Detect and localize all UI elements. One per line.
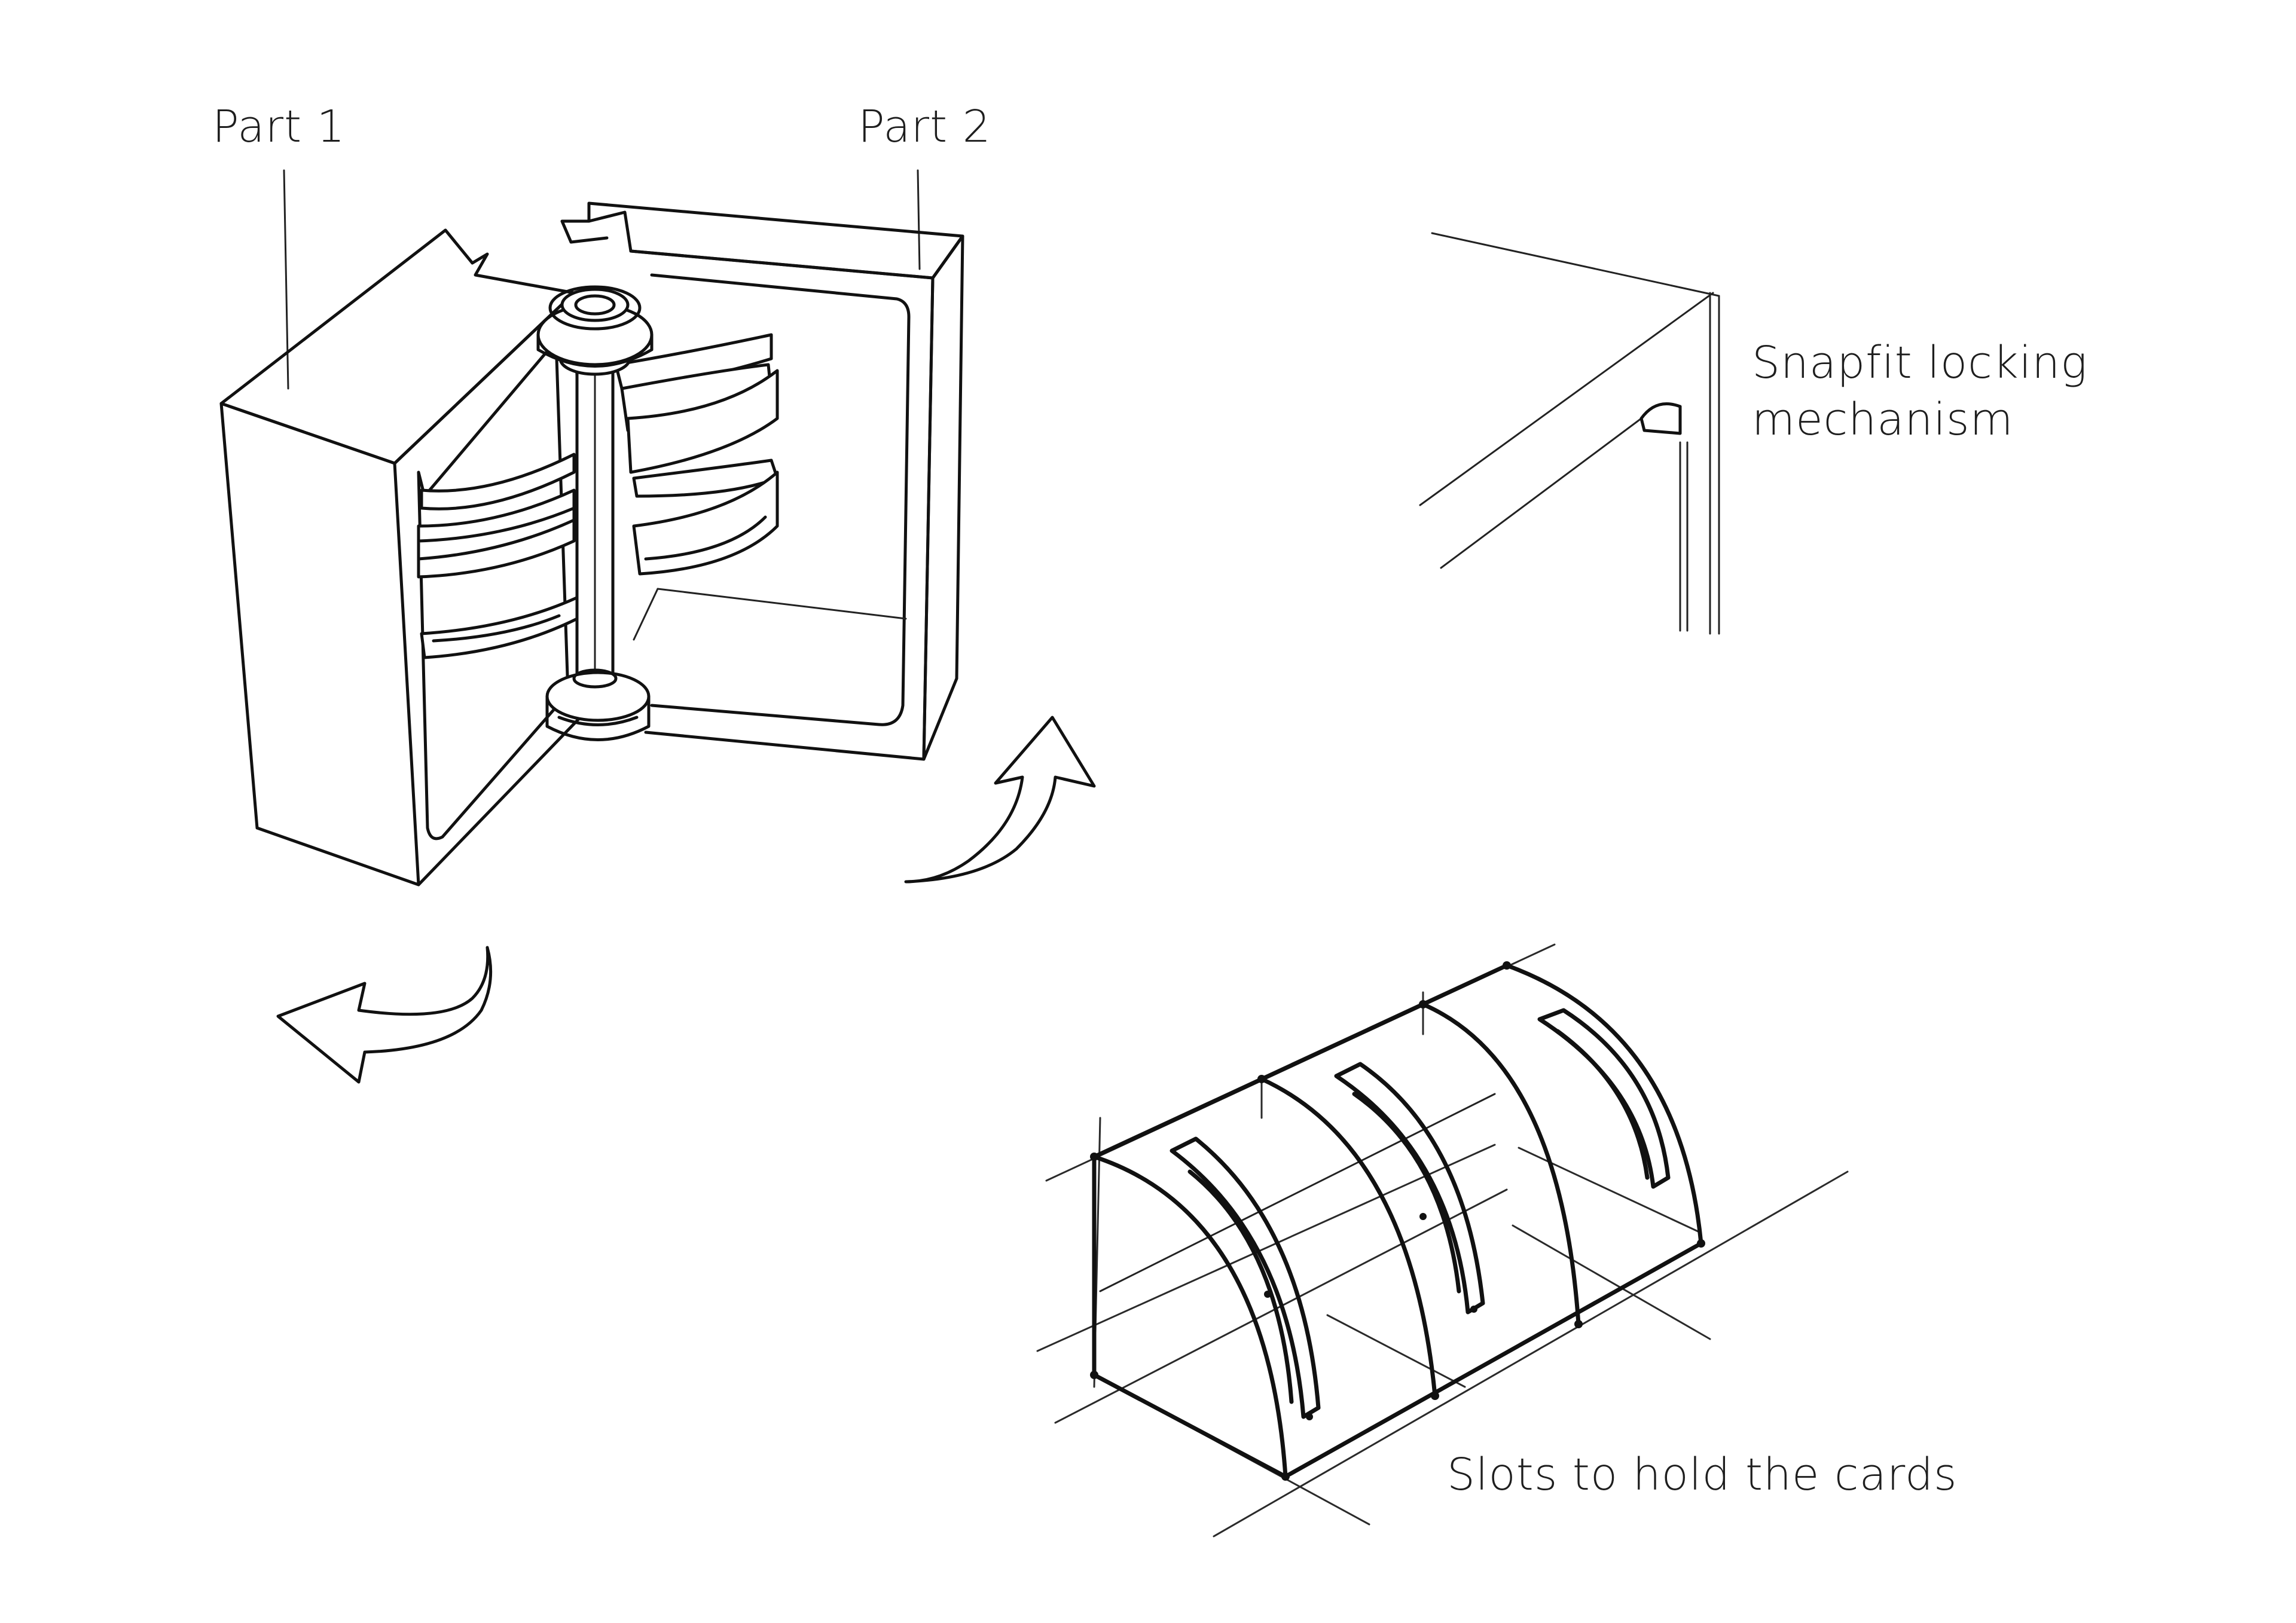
part1-shelves (417, 453, 585, 659)
snapfit-latch (1639, 402, 1682, 435)
part1-label: Part 1 (212, 101, 346, 152)
hinge-pin (536, 285, 654, 741)
rotate-arrow-right-icon (904, 716, 1096, 884)
snapfit-detail-sketch (1419, 232, 1720, 635)
part2-leader-line (917, 169, 921, 270)
part2-label: Part 2 (858, 101, 991, 152)
part1-box (219, 228, 591, 887)
hinge-box-assembly (219, 169, 964, 887)
slots-label: Slots to hold the cards (1447, 1449, 1958, 1500)
snapfit-label-line2: mechanism (1752, 394, 2014, 445)
rotate-arrow-left-icon (276, 946, 493, 1084)
card-slot-detail-sketch (1036, 943, 1849, 1538)
part2-box (560, 201, 964, 761)
part2-shelves (614, 333, 779, 576)
snapfit-label-line1: Snapfit locking (1752, 337, 2088, 389)
